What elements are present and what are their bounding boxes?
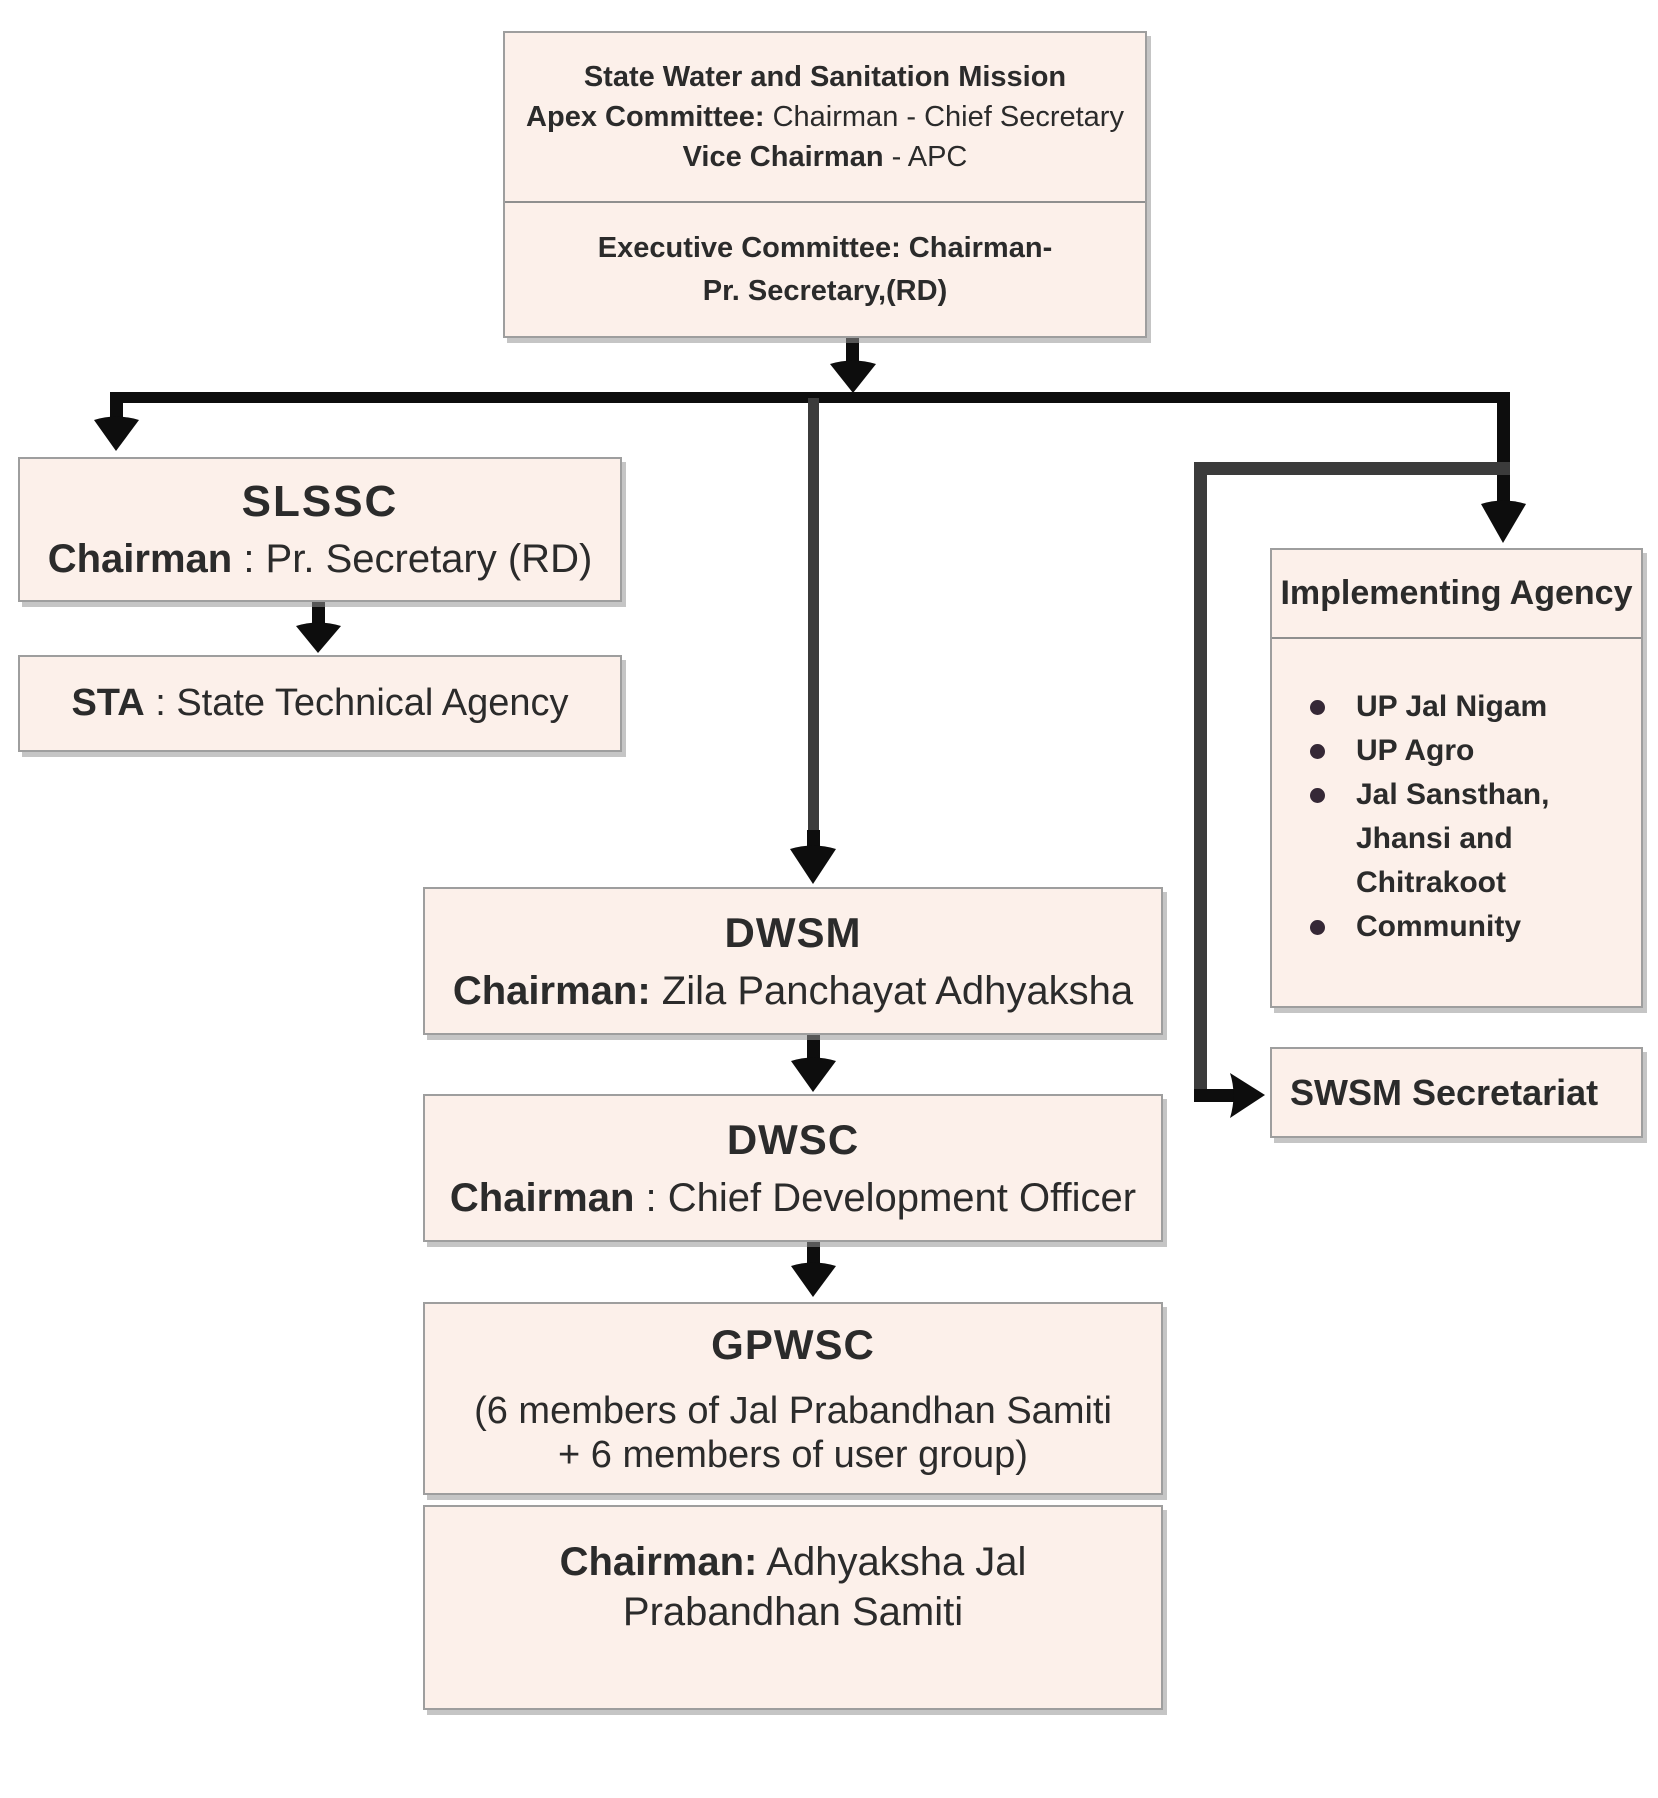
gpwsc-chairman-line: Chairman: Adhyaksha Jal xyxy=(559,1540,1027,1584)
executive-committee-section: Executive Committee: Chairman- Pr. Secre… xyxy=(505,203,1145,336)
node-gpwsc-chairman: Chairman: Adhyaksha Jal Prabandhan Samit… xyxy=(423,1505,1163,1710)
dwsc-chairman-line: Chairman : Chief Development Officer xyxy=(449,1175,1137,1220)
dwsc-title: DWSC xyxy=(726,1115,860,1163)
implementing-agency-title: Implementing Agency xyxy=(1272,550,1641,639)
dwsm-chairman-line: Chairman: Zila Panchayat Adhyaksha xyxy=(452,968,1134,1013)
arrow-to-dwsm xyxy=(790,398,836,884)
node-gpwsc: GPWSC (6 members of Jal Prabandhan Samit… xyxy=(423,1302,1163,1495)
arrow-to-implementing-agency xyxy=(1481,392,1526,543)
vice-chairman-line: Vice Chairman - APC xyxy=(682,140,968,173)
arrow-dwsm-to-dwsc xyxy=(791,1035,836,1092)
executive-committee-line1: Executive Committee: Chairman- xyxy=(597,231,1053,264)
node-dwsc: DWSC Chairman : Chief Development Office… xyxy=(423,1094,1163,1242)
slssc-title: SLSSC xyxy=(241,477,399,526)
node-swsm-secretariat: SWSM Secretariat xyxy=(1270,1047,1643,1138)
gpwsc-title: GPWSC xyxy=(711,1320,875,1368)
dwsm-title: DWSM xyxy=(724,908,862,956)
gpwsc-members-text: (6 members of Jal Prabandhan Samiti + 6 … xyxy=(474,1389,1112,1476)
swsm-secretariat-label: SWSM Secretariat xyxy=(1290,1071,1599,1113)
node-state-water-sanitation-mission: State Water and Sanitation Mission Apex … xyxy=(503,31,1147,338)
implementing-agency-item: UP Agro xyxy=(1308,729,1627,773)
arrow-to-slssc xyxy=(94,392,139,451)
sta-line: STA : State Technical Agency xyxy=(71,682,569,724)
implementing-agency-item: Jal Sansthan, Jhansi and Chitrakoot xyxy=(1308,773,1627,905)
node-sta: STA : State Technical Agency xyxy=(18,655,622,752)
slssc-chairman-line: Chairman : Pr. Secretary (RD) xyxy=(47,537,593,581)
implementing-agency-item: UP Jal Nigam xyxy=(1308,685,1627,729)
executive-committee-line2: Pr. Secretary,(RD) xyxy=(702,274,948,307)
arrow-slssc-to-sta xyxy=(296,602,341,653)
mission-title: State Water and Sanitation Mission xyxy=(583,60,1067,93)
apex-committee-section: State Water and Sanitation Mission Apex … xyxy=(505,33,1145,203)
arrow-dwsc-to-gpwsc xyxy=(791,1242,836,1297)
node-dwsm: DWSM Chairman: Zila Panchayat Adhyaksha xyxy=(423,887,1163,1035)
apex-committee-line: Apex Committee: Chairman - Chief Secreta… xyxy=(526,100,1124,133)
arrow-topbox-to-split xyxy=(830,338,876,393)
node-slssc: SLSSC Chairman : Pr. Secretary (RD) xyxy=(18,457,622,602)
gpwsc-chairman-line2: Prabandhan Samiti xyxy=(622,1590,964,1634)
implementing-agency-item: Community xyxy=(1308,905,1627,949)
split-horizontal-line xyxy=(110,392,1510,403)
